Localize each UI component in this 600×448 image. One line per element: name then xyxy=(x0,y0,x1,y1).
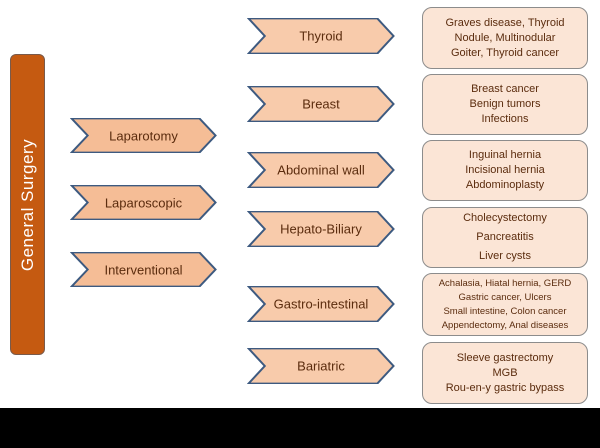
specialty-thyroid: Thyroid xyxy=(247,18,395,54)
condition-item: Benign tumors xyxy=(469,98,541,110)
condition-item: Incisional hernia xyxy=(465,164,545,176)
black-footer-band xyxy=(0,408,600,448)
condition-item: Graves disease, Thyroid xyxy=(445,16,565,29)
condition-item: Appendectomy, Anal diseases xyxy=(441,319,569,331)
specialty-label: Thyroid xyxy=(299,28,343,44)
condition-item: Rou-en-y gastric bypass xyxy=(445,381,565,394)
condition-item: Small intestine, Colon cancer xyxy=(443,305,567,317)
specialty-breast: Breast xyxy=(247,86,395,122)
conditions-hepato-biliary: Cholecystectomy Pancreatitis Liver cysts xyxy=(422,207,588,268)
condition-item: Inguinal hernia xyxy=(468,149,542,161)
conditions-bariatric: Sleeve gastrectomy MGB Rou-en-y gastric … xyxy=(422,342,588,404)
condition-item: Pancreatitis xyxy=(476,231,534,243)
conditions-thyroid: Graves disease, Thyroid Nodule, Multinod… xyxy=(422,7,588,69)
condition-item: Goiter, Thyroid cancer xyxy=(450,46,559,59)
general-surgery-bar: General Surgery xyxy=(10,54,45,355)
approach-interventional: Interventional xyxy=(70,252,217,287)
specialty-abdominal-wall: Abdominal wall xyxy=(247,152,395,188)
conditions-abdominal-wall: Inguinal hernia Incisional hernia Abdomi… xyxy=(422,140,588,201)
condition-item: Cholecystectomy xyxy=(463,212,547,224)
general-surgery-label: General Surgery xyxy=(17,138,37,271)
specialty-hepato-biliary: Hepato-Biliary xyxy=(247,211,395,247)
approach-label: Laparotomy xyxy=(109,128,178,143)
approach-label: Interventional xyxy=(104,262,183,277)
specialty-label: Abdominal wall xyxy=(277,162,365,178)
specialty-label: Hepato-Biliary xyxy=(280,221,362,237)
condition-item: Achalasia, Hiatal hernia, GERD xyxy=(438,277,572,289)
condition-item: Sleeve gastrectomy xyxy=(456,351,554,364)
condition-item: Gastric cancer, Ulcers xyxy=(458,291,552,303)
conditions-gastro-intestinal: Achalasia, Hiatal hernia, GERD Gastric c… xyxy=(422,273,588,336)
conditions-breast: Breast cancer Benign tumors Infections xyxy=(422,74,588,135)
approach-laparotomy: Laparotomy xyxy=(70,118,217,153)
condition-item: Infections xyxy=(481,113,529,125)
specialty-label: Breast xyxy=(302,96,340,112)
condition-item: MGB xyxy=(492,366,518,379)
condition-item: Abdominoplasty xyxy=(465,179,545,191)
condition-item: Liver cysts xyxy=(479,250,531,262)
specialty-bariatric: Bariatric xyxy=(247,348,395,384)
specialty-label: Bariatric xyxy=(297,358,345,374)
condition-item: Breast cancer xyxy=(471,83,539,95)
approach-laparoscopic: Laparoscopic xyxy=(70,185,217,220)
approach-label: Laparoscopic xyxy=(104,195,183,210)
specialty-gastro-intestinal: Gastro-intestinal xyxy=(247,286,395,322)
specialty-label: Gastro-intestinal xyxy=(273,296,369,312)
condition-item: Nodule, Multinodular xyxy=(454,31,556,44)
